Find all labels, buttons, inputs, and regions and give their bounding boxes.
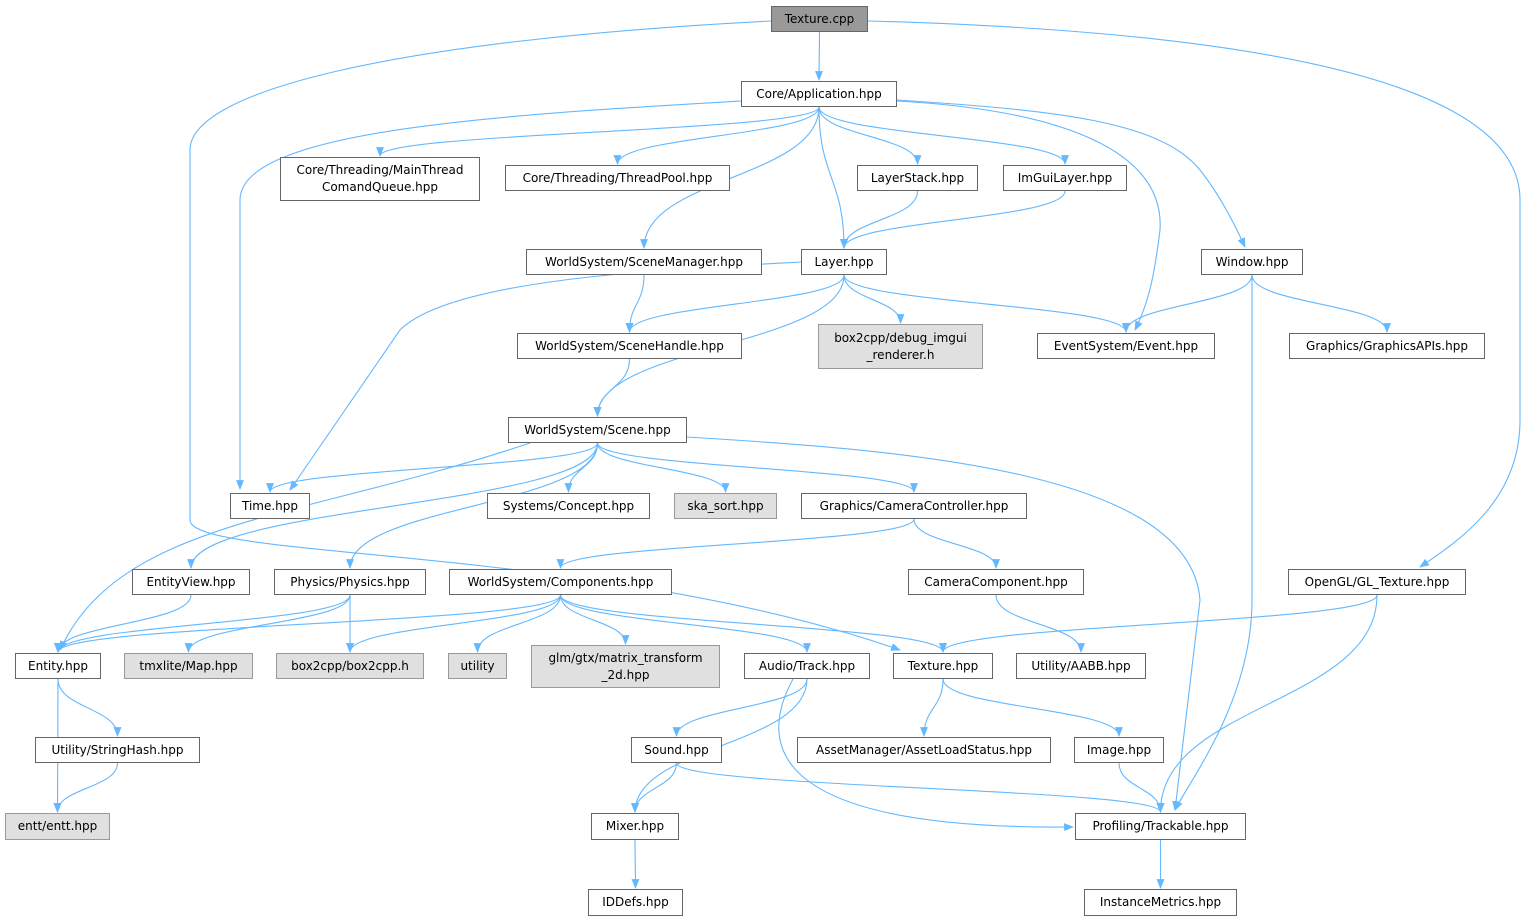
graph-node[interactable]: AssetManager/AssetLoadStatus.hpp bbox=[797, 737, 1051, 763]
graph-node[interactable]: Systems/Concept.hpp bbox=[487, 493, 650, 519]
graph-node[interactable]: Physics/Physics.hpp bbox=[274, 569, 426, 595]
graph-node: tmxlite/Map.hpp bbox=[124, 653, 253, 679]
edge-n8-n37 bbox=[1174, 275, 1253, 811]
graph-node: glm/gtx/matrix_transform _2d.hpp bbox=[531, 645, 720, 688]
edge-n1-n14 bbox=[236, 100, 742, 490]
edge-n32-n36 bbox=[631, 762, 678, 813]
edge-n29-n33 bbox=[920, 678, 944, 737]
graph-node[interactable]: WorldSystem/SceneHandle.hpp bbox=[517, 333, 742, 359]
graph-node[interactable]: Window.hpp bbox=[1201, 249, 1303, 275]
graph-node[interactable]: InstanceMetrics.hpp bbox=[1084, 889, 1237, 916]
edge-n20-n23 bbox=[54, 594, 562, 653]
graph-node[interactable]: Graphics/CameraController.hpp bbox=[801, 493, 1027, 519]
graph-node: Texture.cpp bbox=[771, 6, 868, 32]
edge-n28-n32 bbox=[672, 678, 808, 737]
edge-n20-n29 bbox=[559, 594, 947, 653]
edge-n1-n4 bbox=[818, 106, 922, 165]
graph-node[interactable]: Core/Threading/ThreadPool.hpp bbox=[505, 165, 730, 191]
edge-n20-n27 bbox=[559, 594, 630, 645]
graph-node: entt/entt.hpp bbox=[5, 813, 110, 840]
edge-n18-n23 bbox=[54, 594, 192, 653]
graph-node[interactable]: WorldSystem/Scene.hpp bbox=[508, 417, 687, 443]
graph-node[interactable]: ImGuiLayer.hpp bbox=[1003, 165, 1127, 191]
edge-n7-n9 bbox=[625, 274, 845, 333]
graph-node[interactable]: IDDefs.hpp bbox=[588, 889, 683, 916]
edge-n1-n6 bbox=[640, 106, 820, 249]
edge-n22-n37 bbox=[1156, 594, 1378, 813]
edge-n20-n25 bbox=[346, 594, 562, 653]
graph-node: ska_sort.hpp bbox=[674, 493, 777, 519]
edge-n13-n14 bbox=[266, 442, 599, 493]
edge-n7-n11 bbox=[843, 274, 1130, 333]
edge-n0-n22 bbox=[867, 20, 1521, 568]
edge-n17-n20 bbox=[556, 518, 915, 569]
edge-n34-n37 bbox=[1118, 762, 1165, 813]
edge-n4-n7 bbox=[840, 190, 919, 249]
edge-n8-n12 bbox=[1251, 274, 1391, 333]
graph-node[interactable]: Image.hpp bbox=[1074, 737, 1164, 763]
edge-n1-n7 bbox=[818, 106, 848, 249]
graph-node[interactable]: OpenGL/GL_Texture.hpp bbox=[1288, 569, 1466, 595]
edge-n31-n35 bbox=[53, 762, 119, 813]
edge-n13-n17 bbox=[596, 442, 918, 493]
graph-node[interactable]: Entity.hpp bbox=[15, 653, 101, 679]
graph-node[interactable]: EventSystem/Event.hpp bbox=[1037, 333, 1215, 359]
graph-node[interactable]: Texture.hpp bbox=[893, 653, 993, 679]
graph-node[interactable]: Profiling/Trackable.hpp bbox=[1075, 813, 1246, 840]
edge-n13-n18 bbox=[187, 442, 599, 569]
edge-n29-n34 bbox=[942, 678, 1123, 737]
edge-n19-n24 bbox=[184, 594, 351, 653]
edge-n1-n5 bbox=[818, 106, 1069, 165]
edge-n17-n21 bbox=[913, 518, 1000, 569]
edge-n13-n23 bbox=[59, 442, 531, 651]
graph-node[interactable]: Core/Threading/MainThread ComandQueue.hp… bbox=[280, 157, 480, 201]
graph-node[interactable]: WorldSystem/Components.hpp bbox=[449, 569, 672, 595]
edge-n7-n10 bbox=[843, 274, 905, 324]
graph-node[interactable]: Layer.hpp bbox=[801, 249, 887, 275]
graph-node[interactable]: Audio/Track.hpp bbox=[744, 653, 870, 679]
edge-n20-n28 bbox=[559, 594, 811, 653]
edge-n9-n13 bbox=[593, 358, 631, 417]
edge-n8-n11 bbox=[1122, 274, 1253, 333]
graph-node[interactable]: Mixer.hpp bbox=[591, 813, 679, 840]
edge-n1-n2 bbox=[376, 106, 820, 157]
edge-n32-n37 bbox=[675, 762, 1165, 813]
graph-node[interactable]: Time.hpp bbox=[230, 493, 310, 519]
edge-n20-n26 bbox=[473, 594, 562, 653]
edge-n5-n7 bbox=[840, 190, 1066, 249]
edge-n23-n31 bbox=[57, 678, 122, 737]
graph-node[interactable]: LayerStack.hpp bbox=[857, 165, 978, 191]
edge-n22-n29 bbox=[939, 594, 1378, 653]
edge-n7-n14 bbox=[289, 261, 802, 491]
graph-node: box2cpp/debug_imgui _renderer.h bbox=[818, 324, 983, 369]
graph-node[interactable]: EntityView.hpp bbox=[132, 569, 250, 595]
edge-n1-n3 bbox=[613, 106, 820, 165]
edge-n13-n37 bbox=[686, 436, 1201, 811]
graph-node: box2cpp/box2cpp.h bbox=[276, 653, 424, 679]
graph-node[interactable]: CameraComponent.hpp bbox=[908, 569, 1084, 595]
graph-node[interactable]: Utility/AABB.hpp bbox=[1016, 653, 1146, 679]
edge-n28-n37 bbox=[778, 678, 1074, 832]
edge-n13-n16 bbox=[596, 442, 730, 493]
graph-node[interactable]: Core/Application.hpp bbox=[741, 81, 897, 107]
edge-n13-n19 bbox=[346, 442, 599, 569]
graph-node[interactable]: Graphics/GraphicsAPIs.hpp bbox=[1289, 333, 1485, 359]
edge-n21-n30 bbox=[995, 594, 1085, 653]
edge-n0-n1 bbox=[815, 31, 823, 81]
graph-node[interactable]: WorldSystem/SceneManager.hpp bbox=[526, 249, 762, 275]
edge-n1-n8 bbox=[896, 99, 1246, 248]
graph-node: utility bbox=[448, 653, 507, 679]
edge-n1-n11 bbox=[896, 100, 1161, 331]
graph-node[interactable]: Sound.hpp bbox=[631, 737, 722, 763]
graph-node[interactable]: Utility/StringHash.hpp bbox=[35, 737, 200, 763]
edge-n19-n23 bbox=[54, 594, 351, 653]
edge-n36-n38 bbox=[631, 839, 640, 889]
